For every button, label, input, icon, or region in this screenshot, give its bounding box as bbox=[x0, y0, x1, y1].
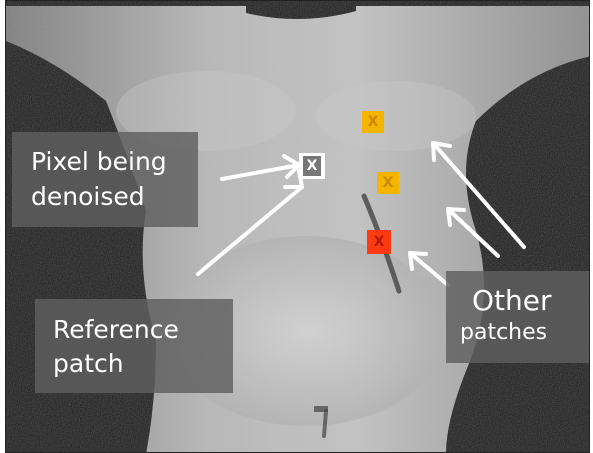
label-pixel-line2: denoised bbox=[31, 179, 198, 214]
figure: X X X X Pixel being denoised Reference p… bbox=[5, 0, 590, 453]
label-pixel-being-denoised: Pixel being denoised bbox=[12, 132, 198, 227]
label-other-line1: Other bbox=[460, 283, 590, 319]
label-reference-line1: Reference bbox=[53, 313, 233, 347]
reference-patch-marker: X bbox=[299, 153, 325, 179]
other-patch-marker-middle: X bbox=[377, 172, 399, 194]
label-other-line2: patches bbox=[460, 319, 590, 347]
label-pixel-line1: Pixel being bbox=[31, 144, 198, 179]
label-reference-patch: Reference patch bbox=[35, 299, 233, 393]
label-other-patches: Other patches bbox=[446, 271, 590, 363]
other-patch-marker-top: X bbox=[362, 111, 384, 133]
marker-x-icon: X bbox=[374, 235, 385, 249]
marker-x-icon: X bbox=[303, 156, 322, 176]
marker-x-icon: X bbox=[383, 176, 394, 190]
other-patch-marker-bottom: X bbox=[367, 230, 391, 254]
label-reference-line2: patch bbox=[53, 347, 233, 381]
marker-x-icon: X bbox=[368, 115, 379, 129]
